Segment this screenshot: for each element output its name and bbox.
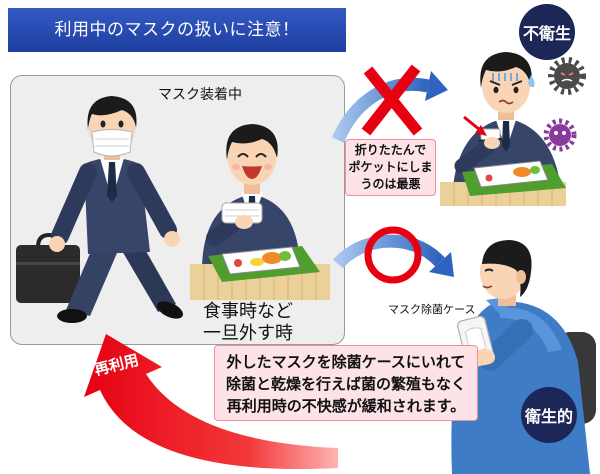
walking-man-right-eye [118,120,124,128]
cross-mark-stroke-2 [361,64,421,136]
meal-time-caption: 食事時など 一旦外す時 [190,301,306,345]
eating-man-smile [242,166,262,179]
meal-time-caption-line-1: 食事時など [203,301,293,322]
eating-man-happy-eyes [237,153,267,158]
germ-icon-purple [543,118,577,152]
hygienic-note-line-2: 除菌と乾燥を行えば菌の繁殖もなく [225,375,466,393]
cross-mark-icon [361,64,423,136]
gloom-lines [492,73,518,81]
eating-man-hair [226,124,278,160]
unhygienic-man-face [482,59,530,113]
eating-man-left-cheek [232,164,240,170]
unhygienic-note-line-3: うのは最悪 [360,177,421,191]
worried-eyebrows [489,80,523,86]
walking-man-left-hand [49,236,65,252]
hygienic-man-eye [484,268,494,272]
germ-gray-eyes [560,72,574,76]
unhygienic-man-hand [484,137,500,149]
hygienic-note-line-3: 再利用時の不快感が緩和されます。 [226,397,466,415]
eating-man-arm [206,214,244,246]
germ-purple-left-eye [554,131,558,135]
briefcase [16,245,80,303]
unhygienic-bento-food-red [485,174,493,182]
unhygienic-man-illustration [440,52,566,206]
germ-purple-spikes [543,118,577,152]
bad-path-arrow-head [425,71,448,101]
briefcase-strap [16,262,80,265]
hygienic-man-shirt-highlight [500,307,562,352]
bento-food-red [234,259,242,267]
hygienic-note-line-1: 外したマスクを除菌ケースにいれて [226,353,466,371]
hygienic-man-arm [479,319,533,371]
unhygienic-note: 折りたたんで ポケットにしま うのは最悪 [345,139,436,196]
circle-mark-icon [364,226,422,284]
hygienic-man-mouth [482,285,493,289]
title-banner: 利用中のマスクの扱いに注意！ [8,8,346,52]
unhygienic-man-hair [480,52,532,88]
unhygienic-bento-food-green [530,166,540,174]
walking-man-illustration [16,96,184,323]
mask-wearing-label: マスク装着中 [158,87,242,103]
walking-man-right-arm [127,163,177,239]
eating-man-illustration [190,124,330,300]
walking-man-front-shoe [57,309,87,323]
unhygienic-man-right-eye [513,86,519,94]
good-path-arrow-head [429,252,454,277]
eating-man-hand [235,215,253,229]
unhygienic-bento-food-orange [513,167,531,177]
pocket-pointer-arrow-head [475,125,487,136]
walking-man-back-shoe [156,301,184,319]
meal-time-caption-line-2: 一旦外す時 [203,323,293,344]
bento-food-yellow [250,258,264,266]
walking-man-back-leg [118,244,176,312]
hygienic-man-ear [516,270,526,284]
eating-table-grain [203,264,317,300]
face-mask-icon [91,129,133,157]
germ-gray-mouth [561,78,573,82]
unhygienic-man-left-eye [493,86,499,94]
eating-man-face [228,131,276,185]
unhygienic-man-mouth [498,99,514,105]
hygienic-note: 外したマスクを除菌ケースにいれて 除菌と乾燥を行えば菌の繁殖もなく 再利用時の不… [214,345,478,421]
walking-man-front-leg [66,244,120,316]
bento-food-green [279,251,291,261]
walking-man-hair [87,96,137,130]
walking-man-left-eye [100,120,106,128]
germ-purple-right-eye [562,131,566,135]
pocket-pointer-arrow-shaft [463,115,481,132]
hygienic-man-hair [482,240,532,297]
good-path-arrow-shaft [333,234,445,269]
walking-man-left-arm [51,163,97,245]
germ-gray-body [554,63,580,89]
unhygienic-note-line-2: ポケットにしま [348,160,433,174]
eating-man-right-cheek [264,164,272,170]
unhygienic-man-arm [454,138,497,174]
unhygienic-man-tie [502,121,510,152]
face-mask-ear-loops [87,126,137,135]
hygienic-badge: 衛生的 [521,387,577,443]
bento-food-orange [262,252,282,264]
reuse-arrow-icon [84,334,338,470]
unhygienic-badge: 不衛生 [519,4,575,60]
sweat-drop-icon [528,75,535,88]
hygienic-man-hand [473,349,495,365]
sterilizing-case-label: マスク除菌ケース [388,303,476,316]
walking-man-right-hand [164,231,180,247]
germ-gray-spikes [548,57,586,95]
unhygienic-bento-box-icon [473,160,549,188]
walking-man-tie [107,162,117,202]
germ-icon-gray [548,57,586,95]
face-mask-pleats [95,138,129,147]
germ-purple-body [549,124,571,146]
bad-path-arrow-shaft [332,77,430,143]
unhygienic-note-line-1: 折りたたんで [354,143,427,157]
